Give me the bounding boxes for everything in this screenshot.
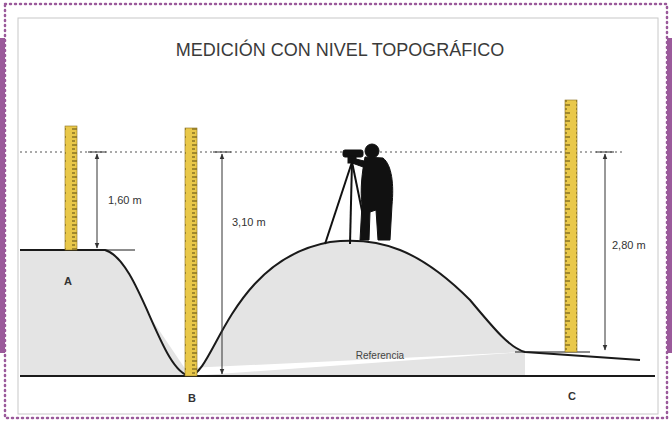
dimension-label: 3,10 m xyxy=(230,216,268,229)
dimension-label: 2,80 m xyxy=(610,239,648,252)
dotted-border xyxy=(5,4,667,418)
diagram-title: MEDICIÓN CON NIVEL TOPOGRÁFICO xyxy=(176,41,505,59)
leveling-staff xyxy=(185,128,197,376)
surveyor xyxy=(325,144,393,244)
reference-line xyxy=(20,375,655,377)
dimension-arrow xyxy=(222,154,223,374)
point-label: C xyxy=(568,391,576,402)
sight-line xyxy=(20,152,625,153)
leveling-staff xyxy=(65,126,77,250)
dimension-label: 1,60 m xyxy=(106,194,144,207)
dimension-arrow xyxy=(605,154,606,350)
point-label: A xyxy=(64,276,72,287)
dimension-arrow xyxy=(97,154,98,248)
frame xyxy=(18,18,658,414)
terrain-profile xyxy=(20,241,640,376)
reference-label: Referencia xyxy=(356,351,404,361)
terrain-fill xyxy=(20,241,525,376)
point-label: B xyxy=(188,393,196,404)
leveling-staff xyxy=(565,100,577,352)
